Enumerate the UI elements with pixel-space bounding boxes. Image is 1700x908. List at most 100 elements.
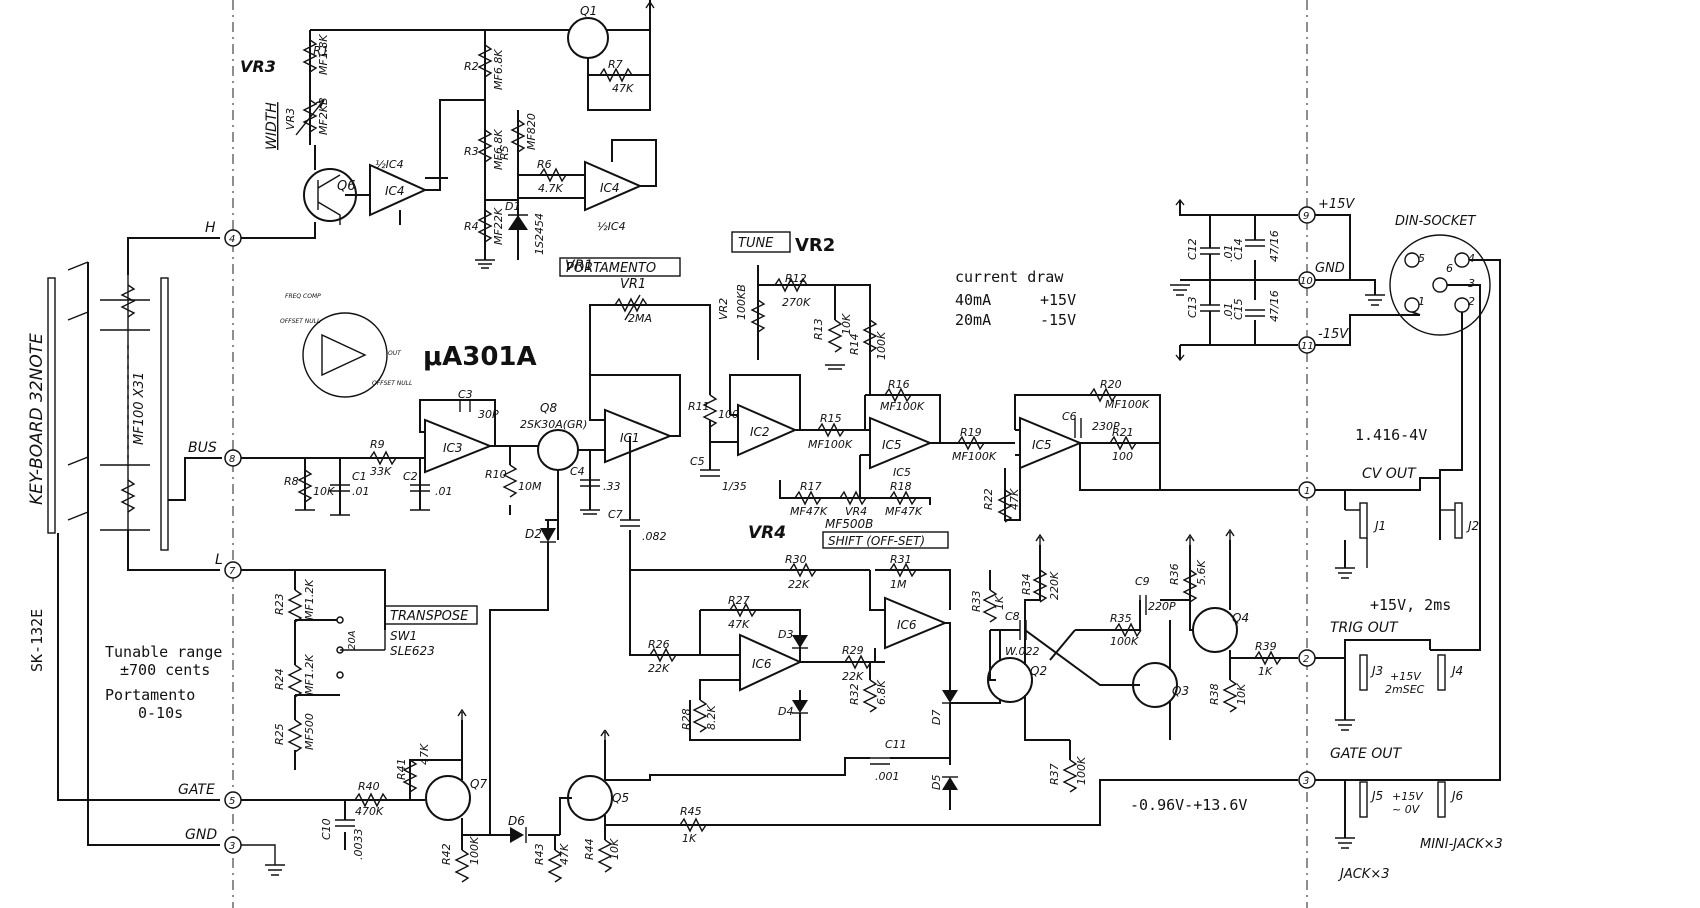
svg-text:C3: C3 — [458, 388, 473, 401]
trig-out-label: TRIG OUT — [1330, 620, 1399, 636]
jack-j6 — [1437, 781, 1446, 818]
svg-text:D7: D7 — [930, 710, 943, 725]
svg-text:.001: .001 — [875, 770, 900, 783]
svg-text:R3: R3 — [464, 145, 479, 158]
svg-text:47/16: 47/16 — [1268, 290, 1281, 322]
r22-resistor — [997, 489, 1013, 523]
r28-resistor — [692, 699, 708, 733]
r33-resistor — [982, 589, 998, 623]
ladder-resistor-2 — [120, 479, 136, 513]
terminal-name-gnd: GND — [185, 827, 217, 843]
svg-text:MF500: MF500 — [303, 713, 316, 750]
p15v-label: +15V — [1318, 197, 1355, 212]
jack-j2 — [1454, 502, 1463, 539]
ic3-opamp — [424, 418, 493, 474]
svg-text:C7: C7 — [608, 508, 623, 521]
r43-resistor — [547, 849, 563, 883]
ic4a-opamp — [369, 163, 428, 217]
svg-text:MF100K: MF100K — [1105, 398, 1150, 411]
svg-text:R19: R19 — [960, 426, 982, 439]
svg-text:Q1: Q1 — [580, 4, 597, 18]
svg-text:MF22K: MF22K — [492, 207, 505, 245]
svg-text:10K: 10K — [608, 838, 621, 860]
svg-text:R26: R26 — [648, 638, 670, 651]
d4-diode — [792, 700, 808, 713]
vr2-label: VR2 — [795, 235, 835, 256]
svg-text:100K: 100K — [875, 331, 888, 360]
svg-text:½IC4: ½IC4 — [375, 158, 404, 171]
resistor-chain-label: MF100 X31 — [132, 372, 147, 445]
r34-resistor — [1032, 569, 1048, 603]
svg-text:R15: R15 — [820, 412, 842, 425]
r41-resistor — [402, 759, 418, 793]
svg-text:8.2K: 8.2K — [705, 705, 718, 730]
svg-text:1: 1 — [1418, 295, 1425, 308]
svg-text:33K: 33K — [370, 465, 392, 478]
svg-text:47K: 47K — [728, 618, 750, 631]
svg-text:VR4: VR4 — [845, 505, 867, 518]
svg-text:R31: R31 — [890, 553, 912, 566]
svg-text:.01: .01 — [435, 485, 453, 498]
d2-diode — [540, 528, 556, 542]
svg-text:D2: D2 — [525, 527, 542, 541]
ic4b-opamp — [584, 160, 643, 212]
d5-diode — [942, 777, 958, 790]
svg-text:R34: R34 — [1020, 573, 1033, 595]
shift-box — [822, 531, 949, 549]
svg-text:0-10s: 0-10s — [138, 704, 183, 722]
svg-text:OFFSET NULL: OFFSET NULL — [280, 318, 320, 325]
svg-text:1M: 1M — [890, 578, 907, 591]
r6-resistor — [539, 167, 567, 183]
svg-text:R6: R6 — [537, 158, 552, 171]
svg-text:C12: C12 — [1186, 238, 1199, 260]
svg-text:1K: 1K — [682, 832, 697, 845]
keyboard-section: KEY-BOARD 32NOTE SK-132E MF100 X31 — [27, 237, 222, 846]
r2-resistor — [477, 44, 493, 78]
svg-text:C1: C1 — [352, 470, 367, 483]
svg-text:D3: D3 — [778, 628, 793, 641]
gate-out-label: GATE OUT — [1330, 746, 1403, 762]
svg-text:R9: R9 — [370, 438, 385, 451]
c3-capacitor — [459, 400, 471, 412]
svg-text:R11: R11 — [688, 400, 710, 413]
svg-text:J2: J2 — [1466, 519, 1479, 533]
svg-text:VR2: VR2 — [717, 298, 730, 320]
r30-resistor — [789, 562, 817, 578]
svg-text:IC5: IC5 — [882, 438, 902, 452]
d7-diode — [942, 690, 958, 703]
svg-text:R14: R14 — [848, 333, 861, 355]
svg-text:SW1: SW1 — [390, 629, 417, 643]
svg-text:C15: C15 — [1232, 298, 1245, 320]
c5-capacitor — [700, 469, 720, 477]
svg-text:R10: R10 — [485, 468, 507, 481]
gnd-out-label: GND — [1315, 261, 1345, 276]
r17-vr4-r18 — [794, 490, 917, 506]
keyboard-busbar — [47, 277, 56, 534]
r8-resistor — [297, 469, 313, 503]
svg-text:SLE623: SLE623 — [390, 644, 435, 658]
svg-text:OUT: OUT — [388, 350, 402, 357]
gate-range-note: -0.96V-+13.6V — [1130, 796, 1247, 814]
svg-text:D1: D1 — [505, 200, 520, 213]
svg-text:R8: R8 — [284, 475, 299, 488]
svg-text:1K: 1K — [1258, 665, 1273, 678]
jack-j5 — [1359, 781, 1368, 818]
terminal-name-gate: GATE — [178, 782, 215, 798]
svg-text:R36: R36 — [1168, 563, 1181, 585]
svg-text:Q7: Q7 — [470, 777, 487, 791]
svg-text:4: 4 — [1468, 252, 1475, 265]
r20-resistor — [1089, 387, 1117, 403]
svg-text:J5: J5 — [1370, 789, 1383, 803]
svg-text:2: 2 — [1468, 295, 1475, 308]
svg-text:6.8K: 6.8K — [875, 680, 888, 705]
ic2-opamp — [737, 403, 798, 457]
svg-text:MF47K: MF47K — [790, 505, 828, 518]
r15-resistor — [817, 422, 845, 438]
svg-text:100KB: 100KB — [735, 284, 748, 320]
transpose-section: R23 MF1.2K R24 MF1.2K R25 MF500 20A TRAN… — [241, 569, 478, 770]
svg-text:R29: R29 — [842, 644, 864, 657]
svg-text:1: 1 — [1304, 486, 1310, 497]
svg-text:10: 10 — [1300, 276, 1313, 287]
svg-text:MF47K: MF47K — [885, 505, 923, 518]
svg-text:J1: J1 — [1373, 519, 1386, 533]
